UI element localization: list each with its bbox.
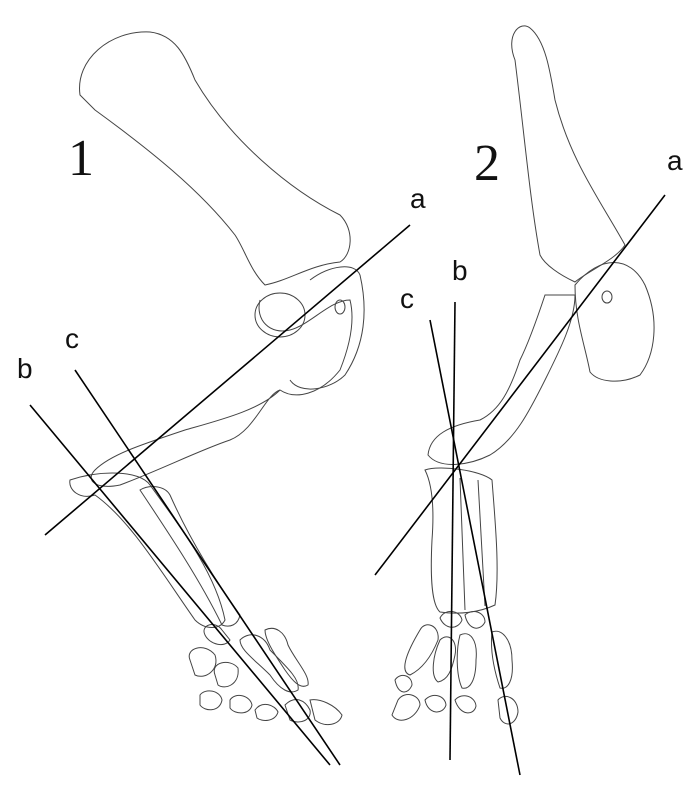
figure-1-label-c: c (65, 323, 79, 354)
figure-1-line-b (29, 404, 331, 766)
olecranon-2 (574, 262, 655, 382)
figure-1-label-b: b (17, 353, 33, 384)
scapula-1 (79, 31, 351, 286)
condyle-1 (254, 292, 306, 338)
foramen-1 (334, 299, 346, 315)
figure-2-label-b: b (452, 255, 468, 286)
figure-2-line-c (429, 319, 521, 776)
figure-2-line-b (449, 301, 456, 761)
figure-1-number: 1 (68, 130, 94, 187)
manus-1 (188, 624, 343, 726)
humerus-1 (90, 299, 353, 487)
figure-1-label-a: a (410, 183, 426, 214)
figure-2-number: 2 (474, 135, 500, 192)
radius-1b (139, 486, 241, 627)
radius-ulna-2 (424, 467, 498, 614)
figure-2-bones (391, 25, 655, 725)
figure-1-line-a (44, 224, 411, 536)
radius-2b (459, 477, 486, 611)
figure-1-bones (69, 31, 365, 726)
figure-2-label-c: c (400, 283, 414, 314)
scapula-2 (511, 25, 626, 283)
foramen-2 (601, 290, 613, 304)
humerus-2 (427, 294, 576, 465)
figure-2-label-a: a (667, 145, 683, 176)
figure-1-line-c (74, 369, 341, 766)
olecranon-1 (289, 266, 365, 390)
figure-2-line-a (374, 194, 666, 576)
radius-ulna-1 (69, 472, 226, 628)
